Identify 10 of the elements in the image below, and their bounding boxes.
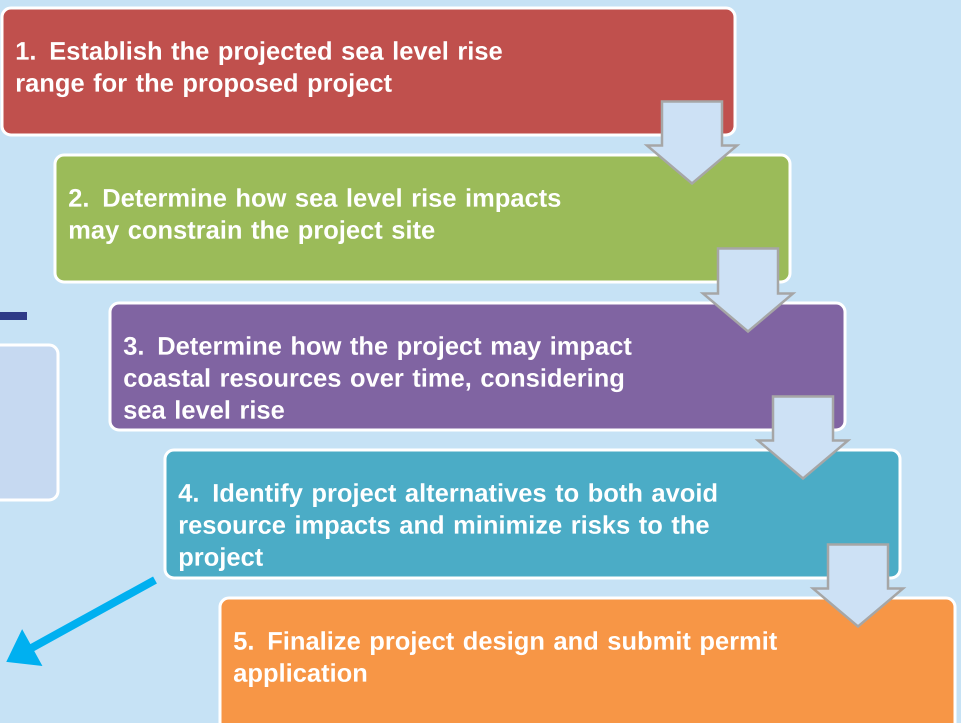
arrow — [644, 100, 740, 186]
arrow — [700, 247, 796, 334]
box — [0, 344, 60, 502]
step-box: 4. Identify project alternatives to both avoid resource impacts and minimize risks to the project — [164, 448, 902, 580]
arrow — [810, 543, 906, 628]
step-box: 2. Determine how sea level rise impacts may constrain the project site — [54, 154, 792, 284]
arrow — [754, 395, 852, 480]
step-box: 1. Establish the projected sea level rise range for the proposed project — [0, 6, 736, 136]
step-box: 5. Finalize project design and submit permit application — [218, 596, 956, 723]
step-box: 3. Determine how the project may impact coastal resources over time, considering sea level rise — [108, 302, 846, 432]
